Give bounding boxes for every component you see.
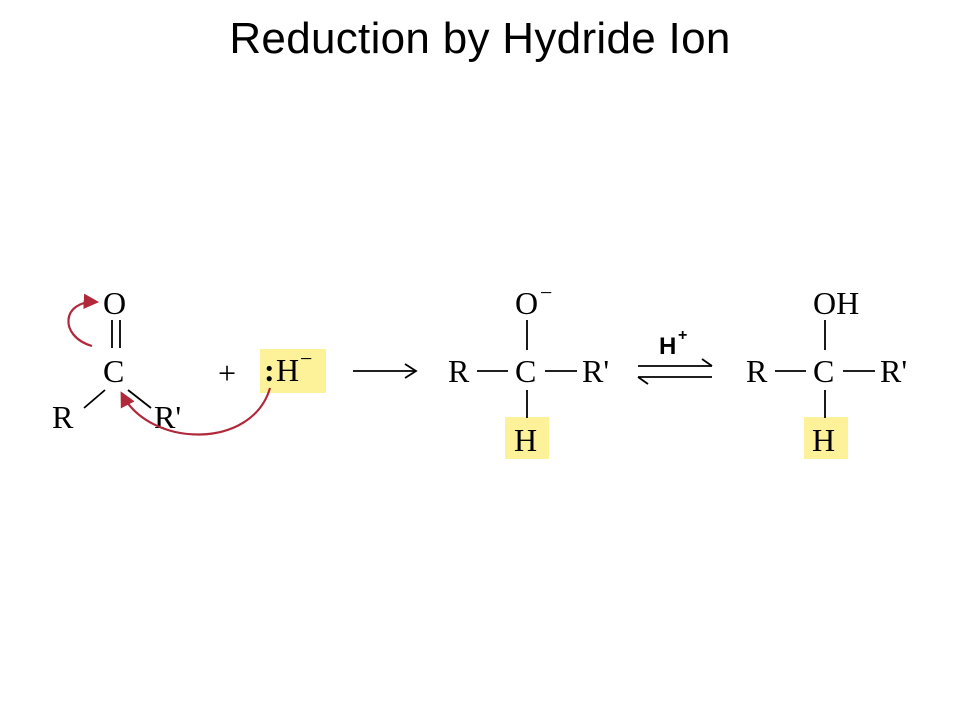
carbonyl-right-bond [127,389,152,409]
intermediate-carbon: C [515,353,536,389]
reaction-arrow [353,363,418,379]
curved-arrow-hydride-to-carbon [120,387,272,436]
intermediate-oxygen: O [515,285,538,321]
reagent-proton: H [659,333,676,360]
hydride-highlight [260,349,326,393]
equilibrium-arrows: H + [637,327,713,385]
intermediate-charge: − [540,280,552,305]
intermediate-left-group: R [448,353,470,389]
page-title: Reduction by Hydride Ion [229,14,731,63]
reactant-oxygen: O [103,285,126,321]
hydride-lone-pair: : [264,352,275,388]
intermediate-right-group: R' [582,353,609,389]
reactant-carbon: C [103,353,124,389]
intermediate-h-highlight [505,417,549,459]
carbonyl-left-bond [83,389,106,409]
alcohol-product: OH R C R' H [746,285,907,458]
product-hydroxyl: OH [813,285,859,321]
hydride-ion: : H − [264,346,312,388]
product-hydrogen: H [812,422,835,458]
intermediate-hydrogen: H [514,422,537,458]
product-carbon: C [813,353,834,389]
carbonyl-reactant: O C R R' [52,285,181,435]
alkoxide-intermediate: O − R C R' H [448,280,609,458]
reagent-proton-charge: + [678,327,687,344]
product-left-group: R [746,353,768,389]
hydride-symbol: H [276,352,299,388]
reactant-left-group: R [52,399,74,435]
hydride-charge: − [300,346,312,371]
plus-sign: + [218,355,236,391]
curved-arrow-pi-to-oxygen [67,293,100,348]
product-h-highlight [804,417,848,459]
product-right-group: R' [880,353,907,389]
